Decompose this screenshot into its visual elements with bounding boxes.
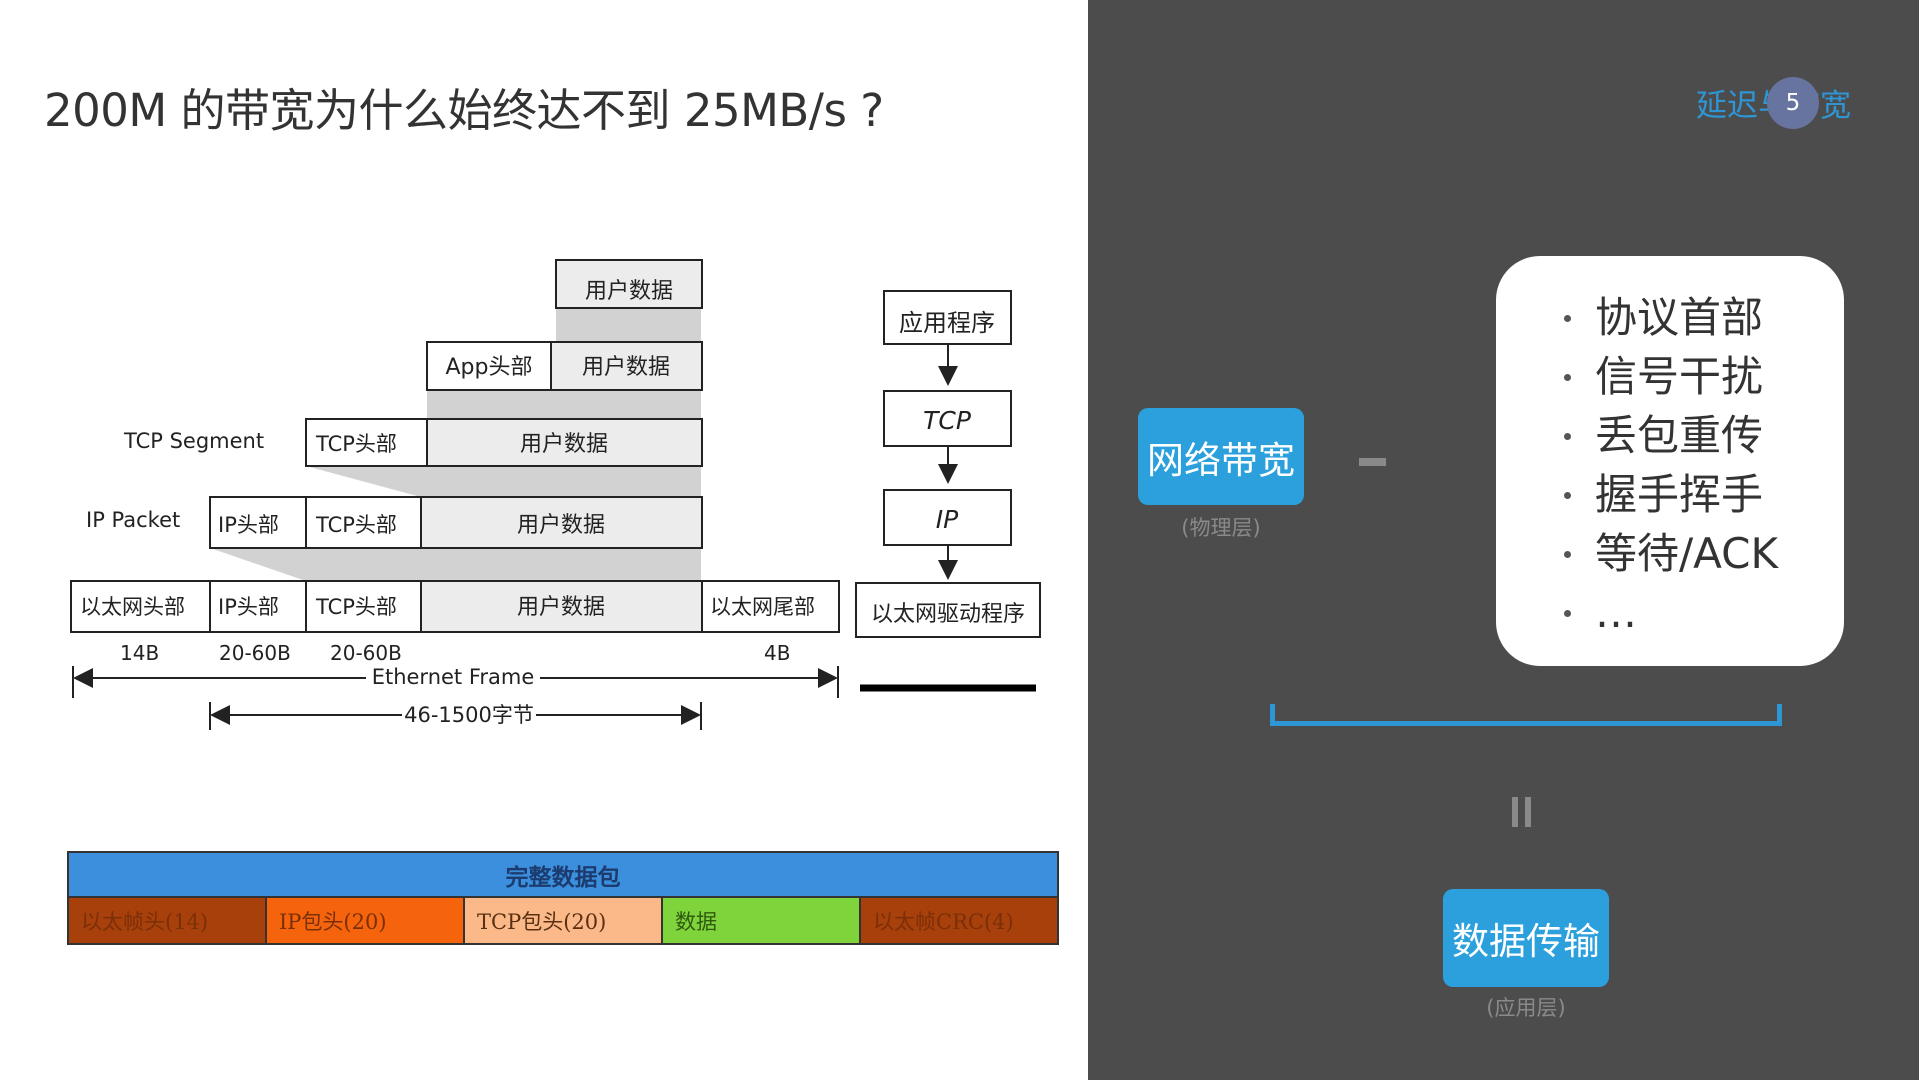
- stack-eth-box: [855, 582, 1041, 638]
- bracket: [1270, 704, 1782, 726]
- payload-label: 46-1500字节: [404, 703, 534, 727]
- complete-packet-header: 完整数据包: [69, 853, 1057, 898]
- eth-header-box: [70, 580, 211, 633]
- overhead-item: 等待/ACK: [1559, 524, 1778, 583]
- tcp-seg-data-text: 用户数据: [520, 432, 608, 457]
- shading-ip: [306, 466, 701, 497]
- ip-pkt-tcp-header-box: [305, 496, 422, 549]
- minus-sign: [1359, 458, 1386, 466]
- overhead-list: 协议首部 信号干扰 丢包重传 握手挥手 等待/ACK …: [1559, 288, 1778, 642]
- tcp-seg-header-box: [305, 418, 428, 467]
- eth-tcp-header-text: TCP头部: [315, 595, 397, 619]
- app-user-data-box: [550, 341, 703, 391]
- overhead-item: 协议首部: [1559, 288, 1778, 347]
- eth-ip-header-text: IP头部: [218, 595, 279, 619]
- page-number-badge: 5: [1767, 77, 1819, 129]
- app-data-text: 用户数据: [585, 279, 673, 304]
- overhead-card: [1496, 256, 1844, 666]
- stack-eth-text: 以太网驱动程序: [871, 602, 1025, 627]
- stack-app-box: [883, 290, 1012, 345]
- eth-trailer-box: [701, 580, 840, 633]
- stack-app-text: 应用程序: [899, 309, 995, 337]
- complete-packet-table: 完整数据包 以太帧头(14) IP包头(20) TCP包头(20) 数据 以太帧…: [67, 851, 1059, 945]
- overhead-item: 握手挥手: [1559, 465, 1778, 524]
- stack-ip-box: [883, 489, 1012, 546]
- data-transfer-sub: (应用层): [1486, 996, 1566, 1020]
- slide-title: 200M 的带宽为什么始终达不到 25MB/s ?: [44, 84, 884, 137]
- packet-field-eth-crc: 以太帧CRC(4): [861, 898, 1057, 943]
- overhead-item: 信号干扰: [1559, 347, 1778, 406]
- size-eth-header: 14B: [120, 641, 159, 665]
- packet-field-eth-header: 以太帧头(14): [69, 898, 267, 943]
- app-user-data-text: 用户数据: [582, 355, 670, 380]
- size-tcp-header: 20-60B: [330, 641, 402, 665]
- ip-pkt-data-box: [420, 496, 703, 549]
- shading-app: [556, 308, 701, 342]
- overhead-item: 丢包重传: [1559, 406, 1778, 465]
- eth-ip-header-box: [209, 580, 307, 633]
- size-eth-trailer: 4B: [764, 641, 790, 665]
- network-bandwidth-sub: (物理层): [1181, 516, 1261, 540]
- packet-field-tcp-header: TCP包头(20): [465, 898, 663, 943]
- data-transfer-box: 数据传输: [1443, 889, 1609, 987]
- app-data-box: [555, 259, 703, 309]
- ethernet-frame-label: Ethernet Frame: [372, 665, 535, 689]
- packet-field-ip-header: IP包头(20): [267, 898, 465, 943]
- stack-ip-text: IP: [936, 505, 959, 534]
- overhead-item: …: [1559, 583, 1778, 642]
- shading-eth: [210, 548, 701, 581]
- encapsulation-diagram: 用户数据 App头部 用户数据 TCP Segment TCP头部 用户数据 I…: [70, 259, 1041, 730]
- tcp-seg-header-text: TCP头部: [315, 432, 397, 456]
- eth-trailer-text: 以太网尾部: [710, 595, 815, 619]
- ip-packet-label: IP Packet: [86, 508, 180, 532]
- equals-sign: [1512, 797, 1532, 827]
- stack-tcp-box: [883, 390, 1012, 447]
- app-header-box: [426, 341, 552, 391]
- size-ip-header: 20-60B: [219, 641, 291, 665]
- stack-tcp-text: TCP: [923, 406, 972, 435]
- ip-pkt-ip-header-text: IP头部: [218, 513, 279, 537]
- ip-pkt-ip-header-box: [209, 496, 307, 549]
- eth-tcp-header-box: [305, 580, 422, 633]
- eth-header-text: 以太网头部: [80, 595, 185, 619]
- ip-pkt-data-text: 用户数据: [517, 513, 605, 538]
- packet-field-data: 数据: [663, 898, 861, 943]
- shading-tcp: [427, 389, 701, 419]
- tcp-seg-data-box: [426, 418, 703, 467]
- ip-pkt-tcp-header-text: TCP头部: [315, 513, 397, 537]
- tcp-segment-label: TCP Segment: [123, 429, 264, 453]
- eth-data-text: 用户数据: [517, 595, 605, 620]
- packet-fields-row: 以太帧头(14) IP包头(20) TCP包头(20) 数据 以太帧CRC(4): [69, 898, 1057, 943]
- app-header-text: App头部: [446, 355, 533, 380]
- network-bandwidth-box: 网络带宽: [1138, 408, 1304, 505]
